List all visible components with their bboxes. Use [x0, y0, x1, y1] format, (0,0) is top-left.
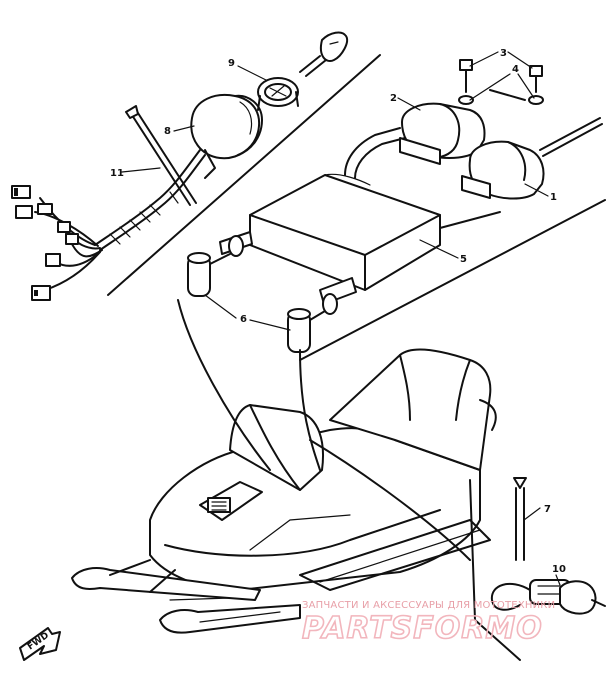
forward-arrow: FWD — [19, 627, 61, 661]
callout-10: 10 — [552, 564, 566, 575]
watermark: ЗАПЧАСТИ И АКСЕССУАРЫ ДЛЯ МОТОТЕХНИКИ PA… — [301, 600, 555, 647]
panel-divider-bottom — [469, 479, 521, 661]
callout-11: 11 — [110, 168, 124, 179]
callout-6: 6 — [240, 314, 247, 325]
wiring-harness — [11, 105, 206, 301]
headlight-housing — [190, 94, 263, 179]
watermark-subtitle: ЗАПЧАСТИ И АКСЕССУАРЫ ДЛЯ МОТОТЕХНИКИ — [302, 600, 555, 611]
exhaust-joints — [187, 235, 338, 353]
callout-4: 4 — [512, 64, 519, 75]
leader-line-muffler — [299, 349, 321, 471]
panel-divider-left — [107, 54, 381, 296]
callout-8: 8 — [164, 126, 171, 137]
callout-7: 7 — [544, 504, 551, 515]
snowmobile — [71, 348, 497, 634]
callout-9: 9 — [228, 58, 235, 69]
watermark-logo: PARTSFORMO — [302, 611, 543, 646]
ignition-key — [299, 31, 348, 77]
leader-line-harness — [177, 299, 271, 471]
panel-divider-right — [299, 199, 606, 361]
callout-5: 5 — [460, 254, 467, 265]
leader-line-tail — [309, 439, 471, 561]
resonator-upper — [399, 102, 486, 165]
callout-2: 2 — [390, 93, 397, 104]
gauge — [257, 77, 299, 111]
callout-1: 1 — [550, 192, 557, 203]
tail-light-assembly — [490, 477, 606, 615]
callout-3: 3 — [500, 48, 507, 59]
